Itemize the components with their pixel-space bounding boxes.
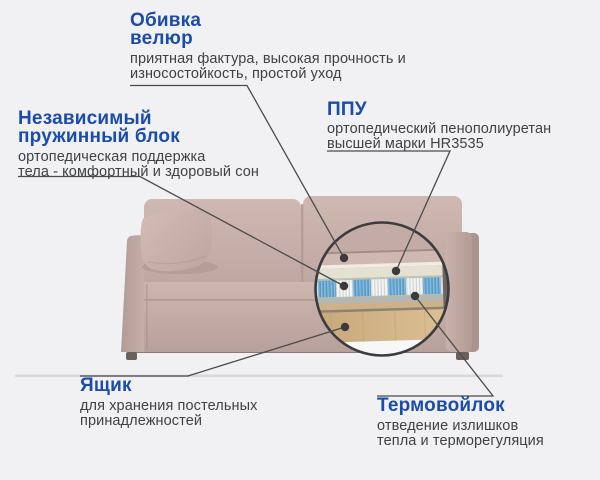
callout-dot-thermo-felt xyxy=(410,291,420,301)
callout-thermo-felt-description: отведение излишков тепла и терморегуляци… xyxy=(377,418,544,449)
callout-line-spring-block xyxy=(18,175,345,287)
callout-ppu-foam-title: ППУ xyxy=(327,99,367,120)
callout-storage-box-title: Ящик xyxy=(80,375,132,396)
callout-upholstery-description: приятная фактура, высокая прочность и из… xyxy=(130,51,406,82)
right-armrest xyxy=(446,232,472,352)
callout-line-ppu-foam xyxy=(327,150,452,272)
callout-dot-spring-block xyxy=(339,281,349,291)
cross-section-felt-layer xyxy=(315,293,449,305)
seat-seam xyxy=(144,299,470,301)
callout-spring-block-description: ортопедическая поддержка тела - комфортн… xyxy=(18,149,259,180)
callout-storage-box-description: для хранения постельных принадлежностей xyxy=(80,398,258,429)
sofa-foot-left xyxy=(126,352,137,360)
callout-dot-storage-box xyxy=(340,322,350,332)
pillow xyxy=(140,209,212,272)
callout-line-thermo-felt xyxy=(377,295,495,397)
callout-thermo-felt: Термовойлок отведение излишков тепла и т… xyxy=(377,395,544,449)
seat-armrest-crevice xyxy=(146,284,148,350)
magnifier-ring xyxy=(314,221,450,357)
callout-thermo-felt-title: Термовойлок xyxy=(377,395,505,416)
callout-upholstery: Обивка велюр приятная фактура, высокая п… xyxy=(130,10,406,82)
callout-ppu-foam-description: ортопедический пенополиуретан высшей мар… xyxy=(327,121,552,152)
callout-line-upholstery xyxy=(130,84,345,259)
callout-upholstery-title: Обивка велюр xyxy=(130,10,202,49)
cross-section-spring-layer xyxy=(315,275,449,300)
callout-dot-ppu-foam xyxy=(391,266,401,276)
cushion-gap-seam xyxy=(301,204,304,290)
callout-spring-block: Независимый пружинный блок ортопедическа… xyxy=(18,108,259,180)
left-armrest xyxy=(121,235,146,352)
callout-dot-upholstery xyxy=(339,253,349,263)
callout-spring-block-title: Независимый пружинный блок xyxy=(18,108,180,147)
cross-section-foam-top xyxy=(315,260,449,270)
callout-ppu-foam: ППУ ортопедический пенополиуретан высшей… xyxy=(327,99,552,152)
callout-line-storage-box xyxy=(80,326,346,377)
callout-storage-box: Ящик для хранения постельных принадлежно… xyxy=(80,375,258,429)
cross-section-wood-base xyxy=(315,308,449,344)
